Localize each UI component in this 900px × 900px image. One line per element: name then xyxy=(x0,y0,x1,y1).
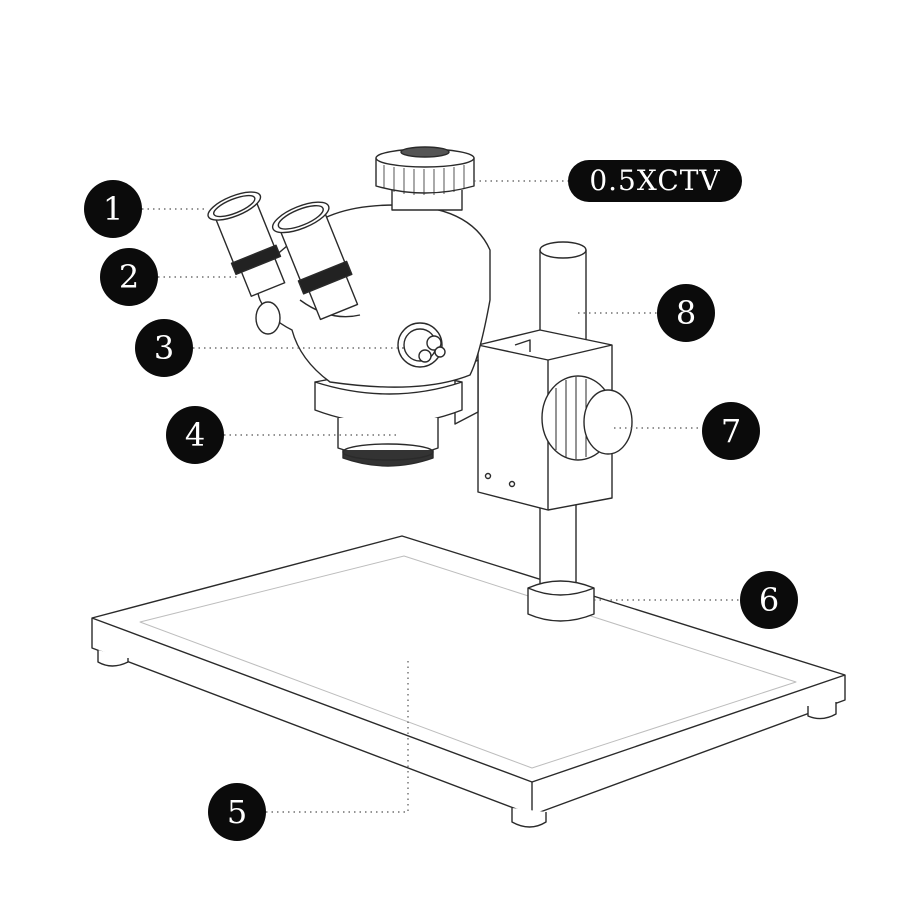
callout-1: 1 xyxy=(84,180,142,238)
pillar xyxy=(527,241,595,622)
trinocular-port xyxy=(375,146,475,211)
left-eyepiece xyxy=(207,191,286,297)
callout-6: 6 xyxy=(740,571,798,629)
leader-lines xyxy=(142,180,740,813)
callout-8: 8 xyxy=(657,284,715,342)
callout-5: 5 xyxy=(208,783,266,841)
right-eyepiece xyxy=(271,201,359,321)
leader-line-5 xyxy=(266,660,409,813)
callout-3: 3 xyxy=(135,319,193,377)
callout-7: 7 xyxy=(702,402,760,460)
callout-4: 4 xyxy=(166,406,224,464)
focus-knob xyxy=(541,375,633,461)
ctv-adapter-label: 0.5XCTV xyxy=(568,160,742,202)
callout-2: 2 xyxy=(100,248,158,306)
objective xyxy=(314,373,463,467)
base-plate xyxy=(91,535,846,828)
